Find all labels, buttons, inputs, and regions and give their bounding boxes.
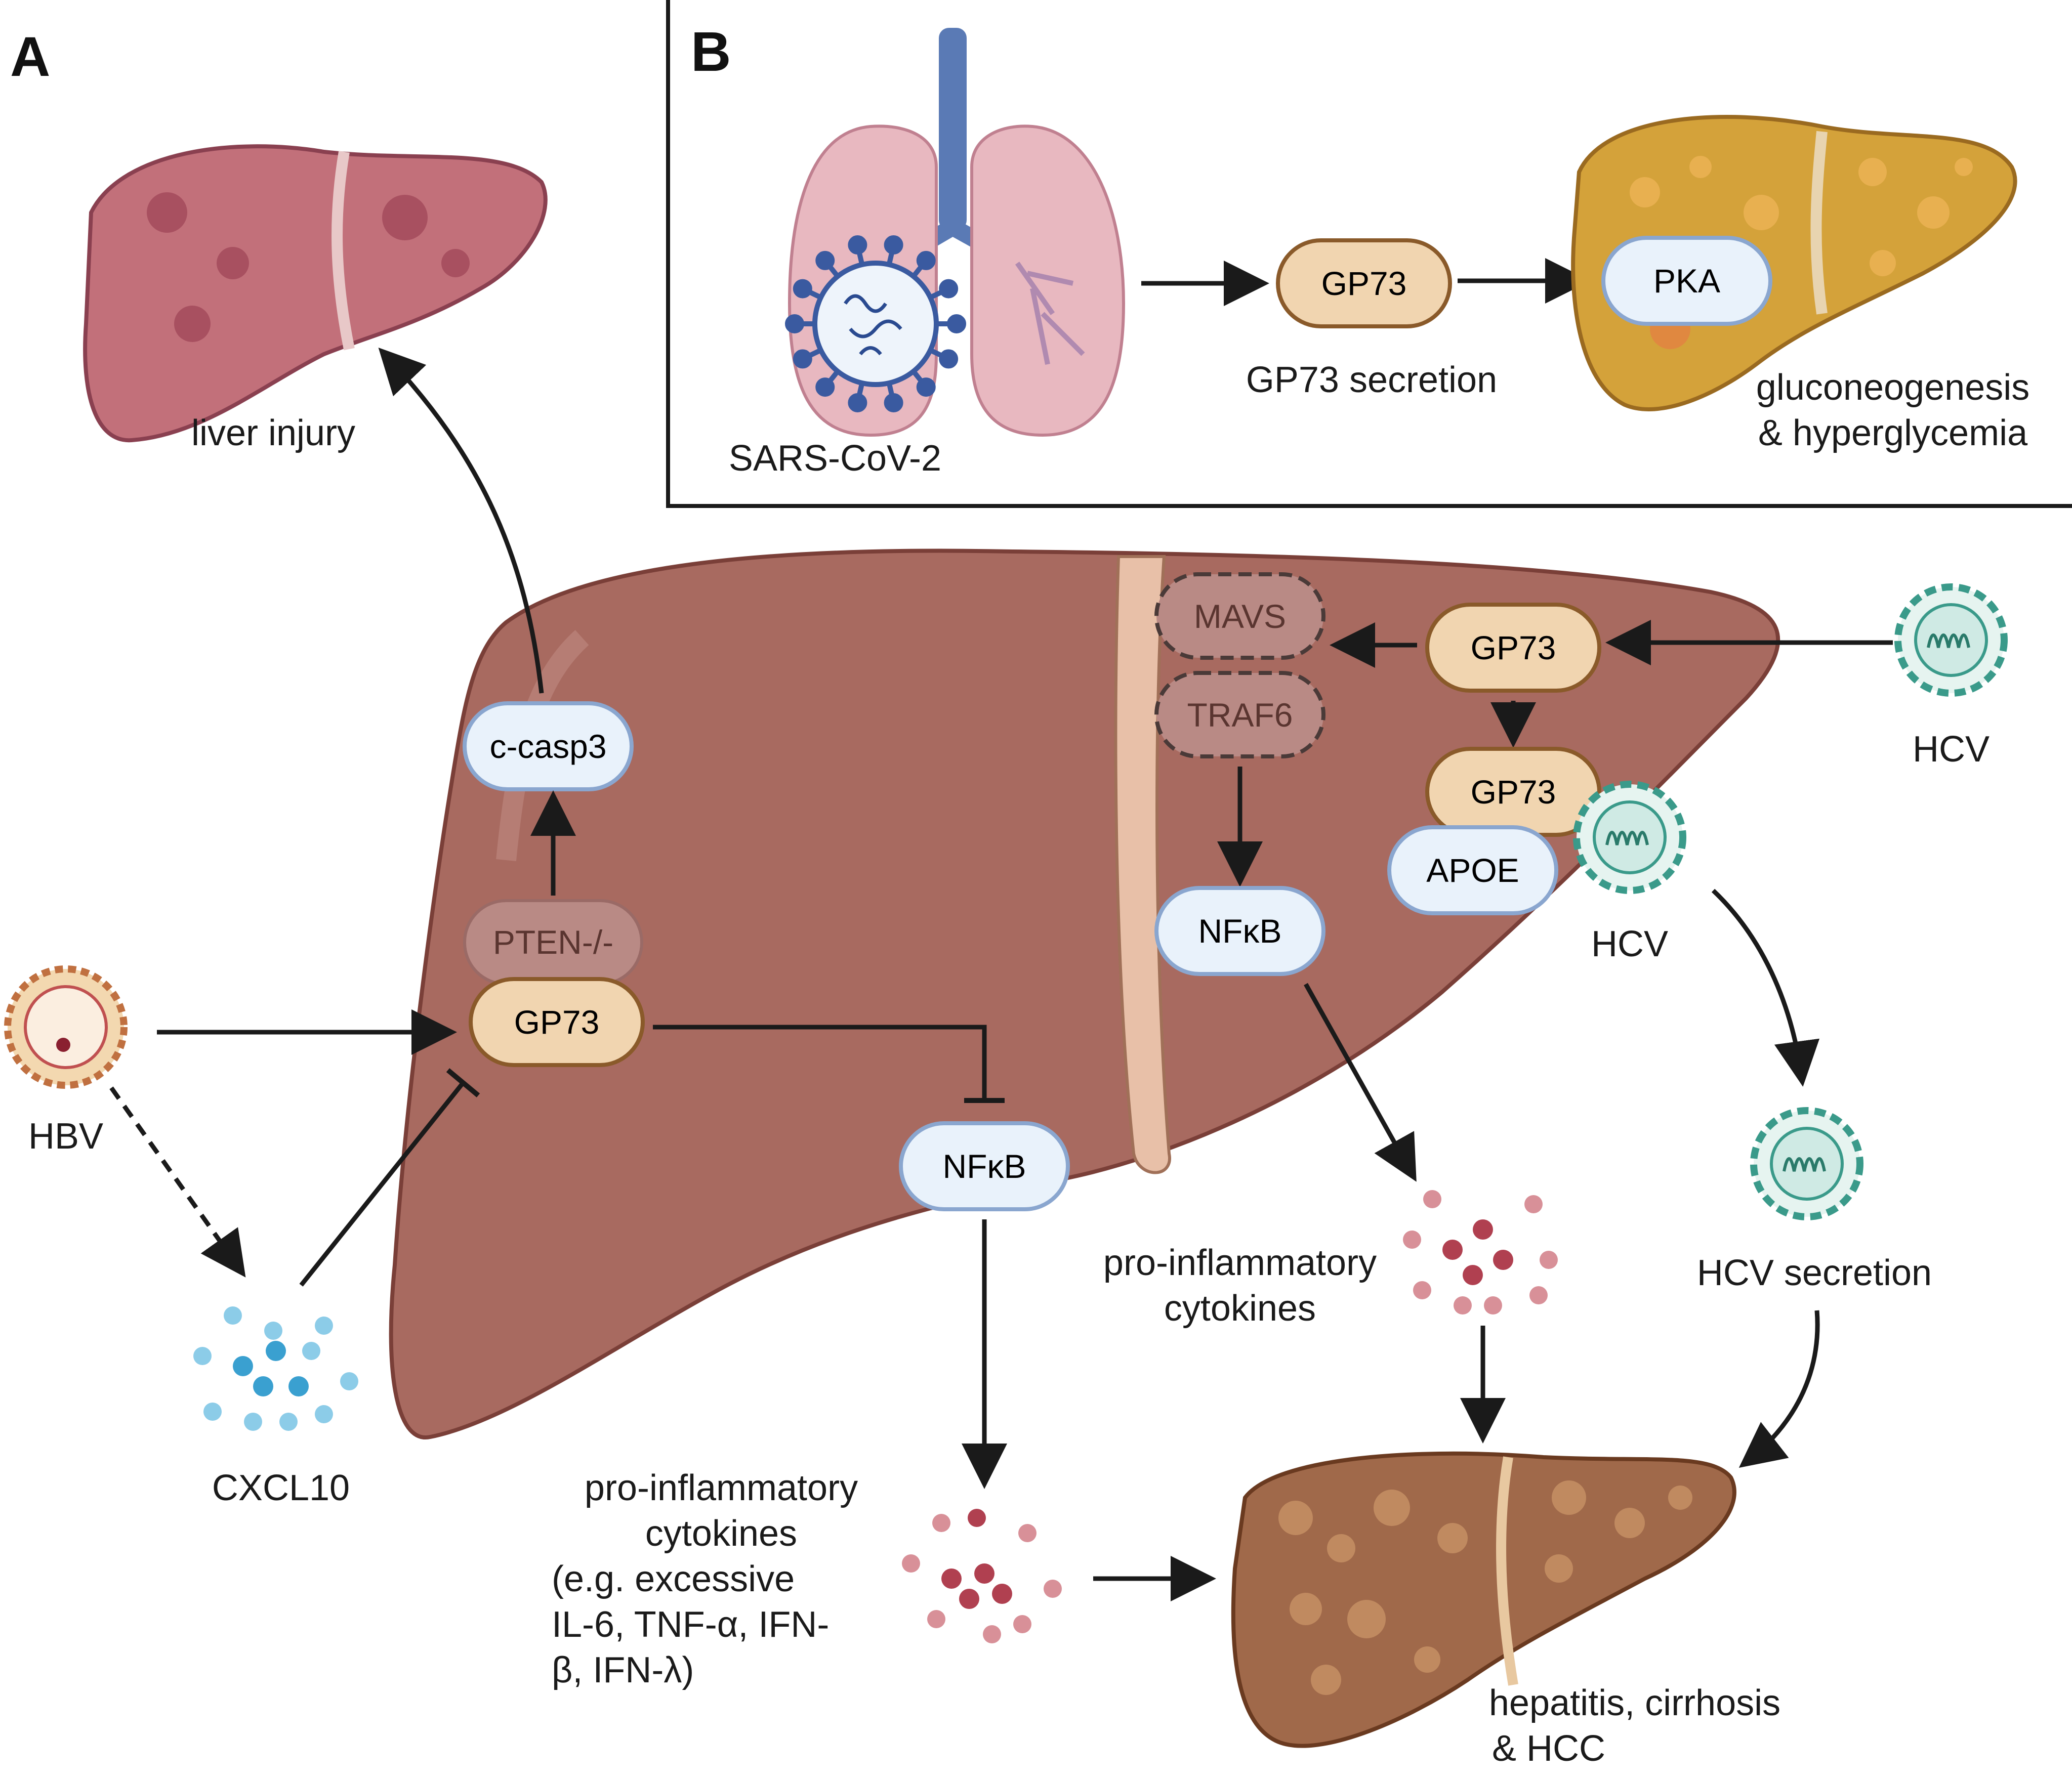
cytokines-mid-line2: cytokines xyxy=(1164,1288,1316,1329)
hcv-inside-label: HCV xyxy=(1591,924,1668,964)
right-lung xyxy=(970,124,1126,437)
cxcl10-label: CXCL10 xyxy=(212,1468,350,1508)
cytokines-low-line5: β, IFN-λ) xyxy=(552,1650,694,1690)
spike-tip xyxy=(916,377,936,397)
spike-tip xyxy=(939,279,959,299)
trachea xyxy=(939,28,967,230)
panel-b-outcome-line1: gluconeogenesis xyxy=(1756,367,2029,408)
apoe-label: APOE xyxy=(1426,852,1519,889)
arrow-hcv-secretion-to-outcome xyxy=(1738,1310,1820,1468)
pten-label: PTEN-/- xyxy=(493,923,613,961)
sars-cov-2-virus-icon xyxy=(785,235,966,412)
nfkb-lower-node: NFκB xyxy=(899,1121,1070,1211)
pten-node: PTEN-/- xyxy=(463,899,643,986)
sars-cov-2-label: SARS-CoV-2 xyxy=(729,438,941,479)
cytokines-lower-caption: pro-inflammatory cytokines (e.g. excessi… xyxy=(552,1468,858,1690)
spike-tip xyxy=(884,235,903,255)
pka-label: PKA xyxy=(1653,262,1720,300)
panel-a-letter: A xyxy=(10,26,50,88)
inhibition-cxcl10-to-gp73 xyxy=(299,1081,465,1287)
gp73-secretion-caption: GP73 secretion xyxy=(1246,360,1497,400)
spike-tip xyxy=(815,250,835,270)
panel-b-letter: B xyxy=(691,21,731,83)
cytokines-low-line1: pro-inflammatory xyxy=(585,1468,858,1508)
arrow-casp3-to-liver-injury xyxy=(378,347,544,694)
arrow-nfkb-to-cytokines-mid xyxy=(1304,983,1417,1182)
hcv-secreted-virus-icon xyxy=(1750,1107,1863,1220)
spike-tip xyxy=(916,250,936,270)
cytokines-mid-line1: pro-inflammatory xyxy=(1103,1243,1377,1283)
arrow-hbv-to-cxcl10-dashed xyxy=(109,1086,246,1278)
spike-tip xyxy=(815,377,835,397)
mavs-node: MAVS xyxy=(1154,572,1325,660)
traf6-node: TRAF6 xyxy=(1154,671,1325,758)
c-casp3-label: c-casp3 xyxy=(489,728,606,765)
arrow-hcv-to-secretion xyxy=(1711,888,1820,1087)
spike-tip xyxy=(793,279,812,299)
outcome-line2: & HCC xyxy=(1492,1728,1605,1769)
injured-liver-illustration xyxy=(83,144,548,443)
gp73-label-panel-b: GP73 xyxy=(1321,265,1407,302)
cytokines-mid-particles xyxy=(1403,1190,1558,1314)
gp73-right-mid-label: GP73 xyxy=(1471,773,1556,811)
spike-tip xyxy=(848,235,867,255)
nfkb-right-node: NFκB xyxy=(1154,886,1325,976)
panel-b-outcome-line2: & hyperglycemia xyxy=(1758,413,2028,453)
outcome-line1: hepatitis, cirrhosis xyxy=(1489,1683,1780,1723)
cytokines-low-line3: (e.g. excessive xyxy=(552,1559,795,1599)
cytokines-low-line2: cytokines xyxy=(645,1513,797,1554)
hcv-inside-virus-icon xyxy=(1573,781,1686,894)
nfkb-lower-label: NFκB xyxy=(943,1148,1026,1185)
spike-tip xyxy=(947,314,966,333)
inhibition-bar-gp73 xyxy=(446,1068,480,1097)
mavs-label: MAVS xyxy=(1194,598,1286,635)
traf6-label: TRAF6 xyxy=(1187,696,1293,734)
gp73-right-top-label: GP73 xyxy=(1471,629,1556,666)
spike-tip xyxy=(785,314,804,333)
cirrhotic-liver-illustration xyxy=(1231,1451,1736,1748)
gp73-right-mid-node: GP73 xyxy=(1425,747,1601,837)
lungs-illustration xyxy=(785,28,1126,437)
hcv-outside-label: HCV xyxy=(1913,729,1990,770)
inhibition-gp73-to-nfkb xyxy=(653,1025,987,1098)
gp73-node-panel-b: GP73 xyxy=(1276,238,1452,328)
gp73-left-node: GP73 xyxy=(469,977,645,1067)
pka-node: PKA xyxy=(1601,236,1772,326)
liver-injury-label: liver injury xyxy=(191,413,355,453)
nfkb-right-label: NFκB xyxy=(1198,912,1282,950)
cxcl10-particles xyxy=(193,1306,358,1431)
gp73-right-top-node: GP73 xyxy=(1425,603,1601,693)
hcv-secretion-label: HCV secretion xyxy=(1697,1253,1932,1293)
cytokines-low-line4: IL-6, TNF-α, IFN- xyxy=(552,1604,829,1645)
spike-tip xyxy=(848,393,867,412)
hbv-virus-icon xyxy=(4,965,128,1089)
cytokines-lower-particles xyxy=(902,1509,1062,1643)
spike-tip xyxy=(793,349,812,369)
panel-b-border xyxy=(666,0,2072,508)
hcv-outside-virus-icon xyxy=(1894,583,2008,697)
hbv-label: HBV xyxy=(28,1116,103,1157)
spike-tip xyxy=(884,393,903,412)
c-casp3-node: c-casp3 xyxy=(463,701,634,791)
spike-tip xyxy=(939,349,959,369)
gp73-left-label: GP73 xyxy=(514,1003,600,1041)
apoe-node: APOE xyxy=(1387,825,1558,915)
